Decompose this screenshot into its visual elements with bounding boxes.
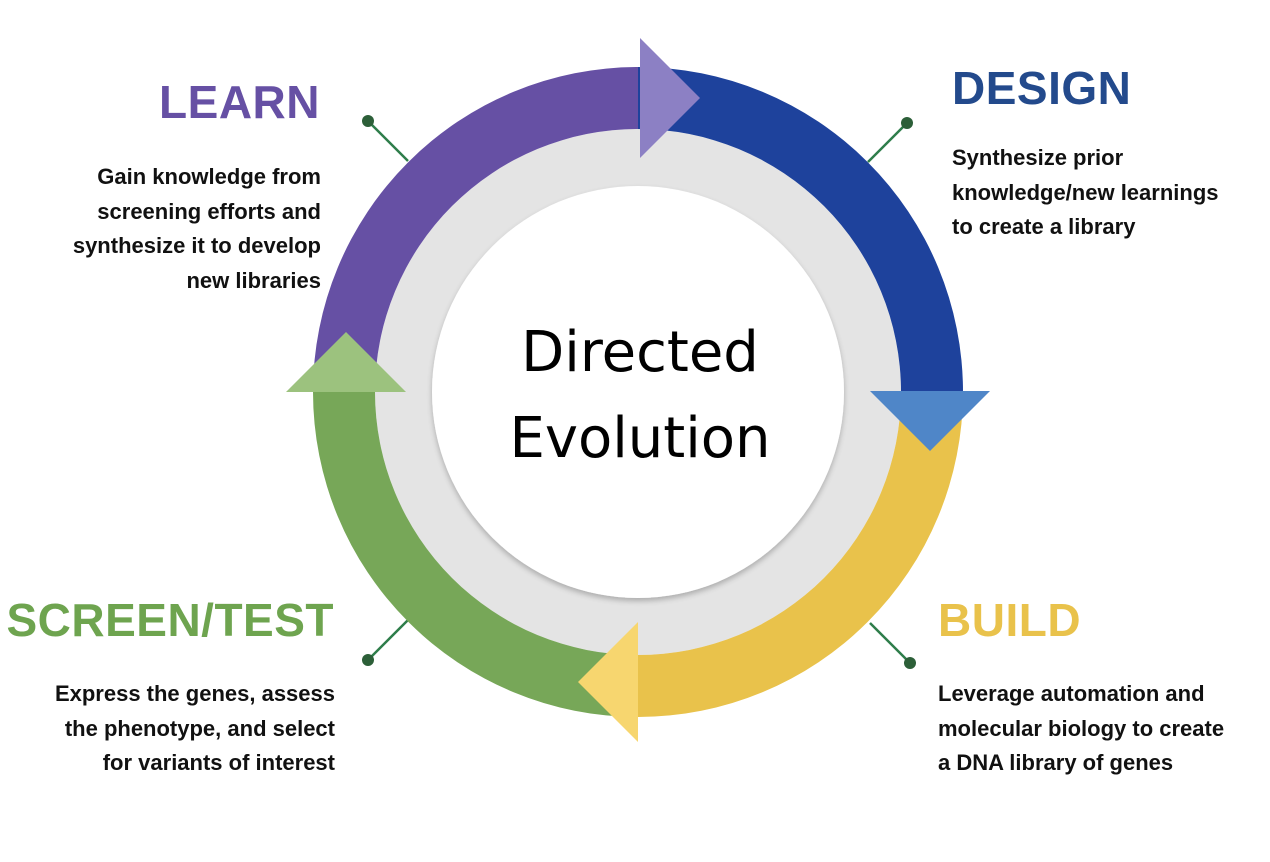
build-description-line: Leverage automation and (938, 681, 1205, 706)
connector-line (867, 122, 908, 163)
design-description-line: Synthesize prior (952, 145, 1124, 170)
learn-description-line: Gain knowledge from (97, 164, 321, 189)
screen-test-title: SCREEN/TEST (6, 594, 334, 646)
center-disc (432, 186, 844, 598)
screen-test-description-line: Express the genes, assess (54, 681, 335, 706)
learn-title: LEARN (159, 76, 320, 128)
design-description-line: to create a library (952, 214, 1136, 239)
connector-dot (901, 117, 913, 129)
learn-description-line: screening efforts and (97, 198, 321, 224)
center-title-line-2: Evolution (509, 406, 771, 471)
connector-dot (904, 657, 916, 669)
build-description: Leverage automation and molecular biolog… (938, 677, 1224, 781)
learn-description: Gain knowledge from screening efforts an… (73, 160, 321, 298)
connector-dot (362, 115, 374, 127)
build-to-screen-arrowhead (578, 622, 638, 742)
connector-line (367, 619, 409, 661)
screen-test-description-line: for variants of interest (102, 750, 335, 775)
connector-line (869, 622, 911, 664)
learn-description-line: synthesize it to develop (72, 233, 321, 258)
screen-test-description-line: the phenotype, and select (64, 715, 335, 741)
connector-learn (362, 115, 409, 162)
connector-build (869, 622, 916, 669)
learn-description-line: new libraries (186, 267, 321, 293)
design-description: Synthesize prior knowledge/new learnings… (952, 141, 1219, 245)
screen-to-learn-arrowhead (286, 332, 406, 392)
learn-to-design-arrowhead (640, 38, 700, 158)
design-description-line: knowledge/new learnings (952, 179, 1219, 205)
design-title: DESIGN (952, 62, 1132, 114)
center-title-line-1: Directed (521, 320, 759, 385)
design-to-build-arrowhead (870, 391, 990, 451)
build-description-line: a DNA library of genes (938, 750, 1174, 775)
connector-dot (362, 654, 374, 666)
connector-design (867, 117, 913, 163)
screen-test-description: Express the genes, assess the phenotype,… (55, 677, 335, 781)
connector-screen-test (362, 619, 409, 666)
connector-line (367, 120, 409, 162)
build-title: BUILD (938, 594, 1082, 646)
build-description-line: molecular biology to create (938, 715, 1225, 741)
